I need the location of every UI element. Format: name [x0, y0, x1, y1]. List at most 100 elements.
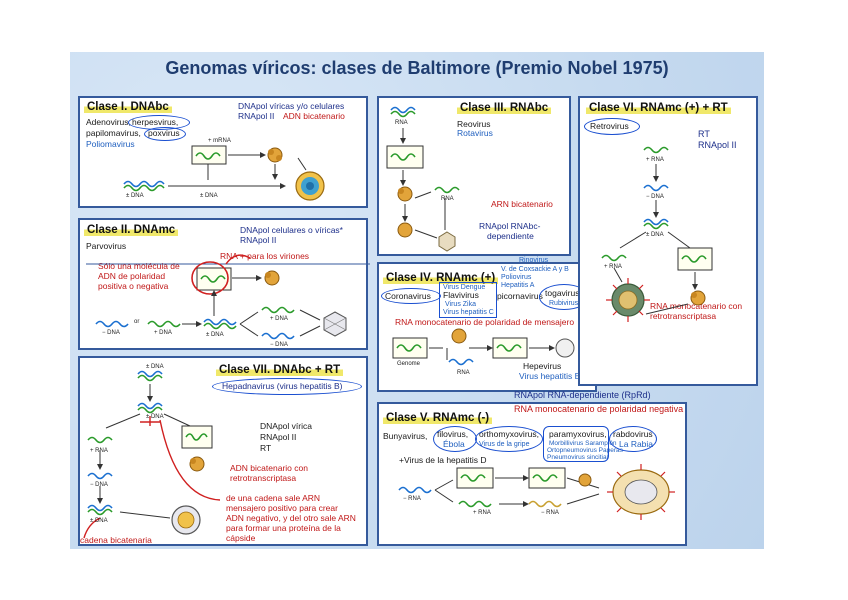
class-iii-label-rna-2: RNA — [441, 196, 454, 202]
class-i-label-dna-2: ± DNA — [200, 193, 218, 199]
class-ii-note-1: Sólo una molécula de — [98, 261, 180, 271]
class-iv-v2b: Virus Dengue — [443, 284, 486, 291]
orthomyxovirus-circle — [475, 426, 543, 452]
class-vii-note-1: ADN bicatenario con — [230, 463, 308, 473]
class-ii-note-4: RNA + para los viriones — [220, 251, 310, 261]
class-iii-pol-1: RNApol RNAbc- — [479, 221, 541, 231]
class-ii-label-dna-minus: − DNA — [102, 330, 120, 336]
class-vii-pol-3: RT — [260, 443, 272, 453]
class-iii-title: Clase III. RNAbc — [457, 102, 552, 114]
class-vii-label-dna-3: − DNA — [90, 482, 108, 488]
panel-class-vii: Clase VII. DNAbc + RT Hepadnavirus (viru… — [78, 356, 368, 546]
poxvirus-circle — [144, 127, 186, 141]
class-vii-n3: ADN negativo, y del otro sale ARN — [226, 513, 356, 523]
class-i-diagram — [123, 145, 325, 201]
class-vi-pol-1: RT — [698, 129, 710, 139]
coronavirus-circle — [381, 288, 441, 304]
class-vi-label-rna-2: + RNA — [604, 264, 622, 270]
class-vi-label-dna: − DNA — [646, 194, 664, 200]
class-i-virus-1: Adenovirus, — [86, 117, 131, 127]
class-vi-pol-2: RNApol II — [698, 140, 737, 150]
class-iv-diagram — [392, 328, 575, 366]
class-v-note: RNA monocatenario de polaridad negativa — [514, 404, 684, 414]
class-vi-title: Clase VI. RNAmc (+) + RT — [586, 102, 731, 114]
class-v-v4a: Morbillivirus Sarampión — [549, 440, 617, 447]
panel-class-iv: Clase IV. RNAmc (+) V. de Coxsackie A y … — [377, 257, 597, 392]
flavivirus-box — [439, 282, 497, 318]
class-vii-label-rna: + RNA — [90, 448, 108, 454]
class-iii-virus-1: Reovirus — [457, 119, 491, 129]
class-vi-label-rna: + RNA — [646, 157, 664, 163]
class-v-label-rna-1: − RNA — [403, 496, 421, 502]
hepadnavirus-circle — [212, 378, 362, 395]
class-vii-label-dna-2: ± DNA — [146, 414, 164, 420]
class-vi-note-1: RNA monocatenario con — [650, 301, 743, 311]
class-i-virus-3: Poliomavirus — [86, 139, 135, 149]
class-v-v4c: Pneumovirus sincitial — [547, 454, 609, 461]
class-vii-n6: cadena bicatenaria — [80, 535, 152, 545]
class-ii-label-dna-minus-2: − DNA — [270, 342, 288, 348]
class-i-note: ADN bicatenario — [283, 111, 345, 121]
class-v-label-rna-3: − RNA — [541, 510, 559, 516]
class-iv-v3d: Hepatitis A — [501, 282, 535, 289]
class-vii-pol-1: DNApol vírica — [260, 421, 312, 431]
class-vii-note-2: retrotranscriptasa — [230, 473, 297, 483]
class-vi-note-2: retrotranscriptasa — [650, 311, 717, 321]
class-i-pol-1: DNApol víricas y/o celulares — [238, 101, 345, 111]
class-iv-virus-3: picornavirus — [497, 291, 543, 301]
class-iii-diagram — [386, 106, 460, 252]
class-vii-diagram — [83, 370, 221, 539]
class-ii-label-dna-pm: ± DNA — [206, 332, 224, 338]
class-ii-label-or: or — [134, 319, 140, 325]
panel-class-i: Clase I. DNAbc Adenovirus, herpesvirus, … — [78, 96, 368, 208]
panel-class-v: Clase V. RNAmc (-) Bunyavirus, filovirus… — [377, 402, 687, 546]
class-ii-label-dna-plus: + DNA — [154, 330, 172, 336]
class-i-title: Clase I. DNAbc — [84, 101, 172, 113]
retrovirus-circle — [584, 118, 640, 135]
class-ii-pol-2: RNApol II — [240, 235, 277, 245]
class-iv-v2d: Virus hepatitis C — [443, 309, 494, 316]
class-ii-virus-1: Parvovirus — [86, 241, 127, 251]
class-v-v4b: Ortopneumovirus Paperas — [547, 447, 623, 454]
class-iv-label-genome: Genome — [397, 361, 421, 367]
class-v-virus-4: paramyxovirus, — [549, 429, 607, 439]
class-iv-v3a: Rinovirus — [519, 257, 549, 264]
class-ii-diagram — [86, 254, 370, 340]
class-iv-virus-2: Flavivirus — [443, 290, 479, 300]
class-vi-label-dna-2: ± DNA — [646, 232, 664, 238]
class-vii-n2: mensajero positivo para crear — [226, 503, 338, 513]
panel-class-ii: Clase II. DNAmc Parvovirus DNApol celula… — [78, 218, 370, 350]
class-v-virus-6: +Virus de la hepatitis D — [399, 455, 487, 465]
class-i-virus-2: papilomavirus, — [86, 128, 141, 138]
class-ii-label-dna-plus-2: + DNA — [270, 316, 288, 322]
class-vii-title: Clase VII. DNAbc + RT — [216, 364, 344, 376]
panel-class-vi: Clase VI. RNAmc (+) + RT Retrovirus RT R… — [578, 96, 758, 386]
class-v-title: Clase V. RNAmc (-) — [383, 412, 493, 424]
class-v-diagram — [398, 464, 675, 520]
class-iv-virus-5: Hepevirus — [523, 361, 562, 371]
class-vii-label-dna-4: ± DNA — [90, 518, 108, 524]
class-i-label-mrna: + mRNA — [208, 138, 231, 144]
class-ii-pol-1: DNApol celulares o víricas* — [240, 225, 343, 235]
class-iv-title: Clase IV. RNAmc (+) — [383, 272, 499, 284]
paramyxovirus-box — [543, 426, 609, 462]
class-i-label-dna-1: ± DNA — [126, 193, 144, 199]
class-ii-note-2: ADN de polaridad — [98, 271, 166, 281]
class-iv-v5a: Virus hepatitis E — [519, 371, 581, 381]
class-iv-v2c: Virus Zika — [445, 301, 476, 308]
class-vi-diagram — [601, 146, 713, 322]
class-vii-label-dna: ± DNA — [146, 364, 164, 370]
class-i-pol-2: RNApol II — [238, 111, 275, 121]
class-iii-pol-2: dependiente — [487, 231, 534, 241]
class-vii-n5: cápside — [226, 533, 256, 543]
class-vii-pol-2: RNApol II — [260, 432, 297, 442]
class-iii-note: ARN bicatenario — [491, 199, 553, 209]
panel-class-iii: Clase III. RNAbc Reovirus Rotavirus ARN … — [377, 96, 571, 256]
class-ii-title: Clase II. DNAmc — [84, 224, 179, 236]
slide-title: Genomas víricos: clases de Baltimore (Pr… — [165, 58, 669, 78]
class-iii-virus-2: Rotavirus — [457, 128, 493, 138]
rabdovirus-circle — [609, 426, 657, 452]
slide: Genomas víricos: clases de Baltimore (Pr… — [70, 52, 764, 549]
class-v-virus-1: Bunyavirus, — [383, 431, 428, 441]
class-v-label-rna-2: + RNA — [473, 510, 491, 516]
